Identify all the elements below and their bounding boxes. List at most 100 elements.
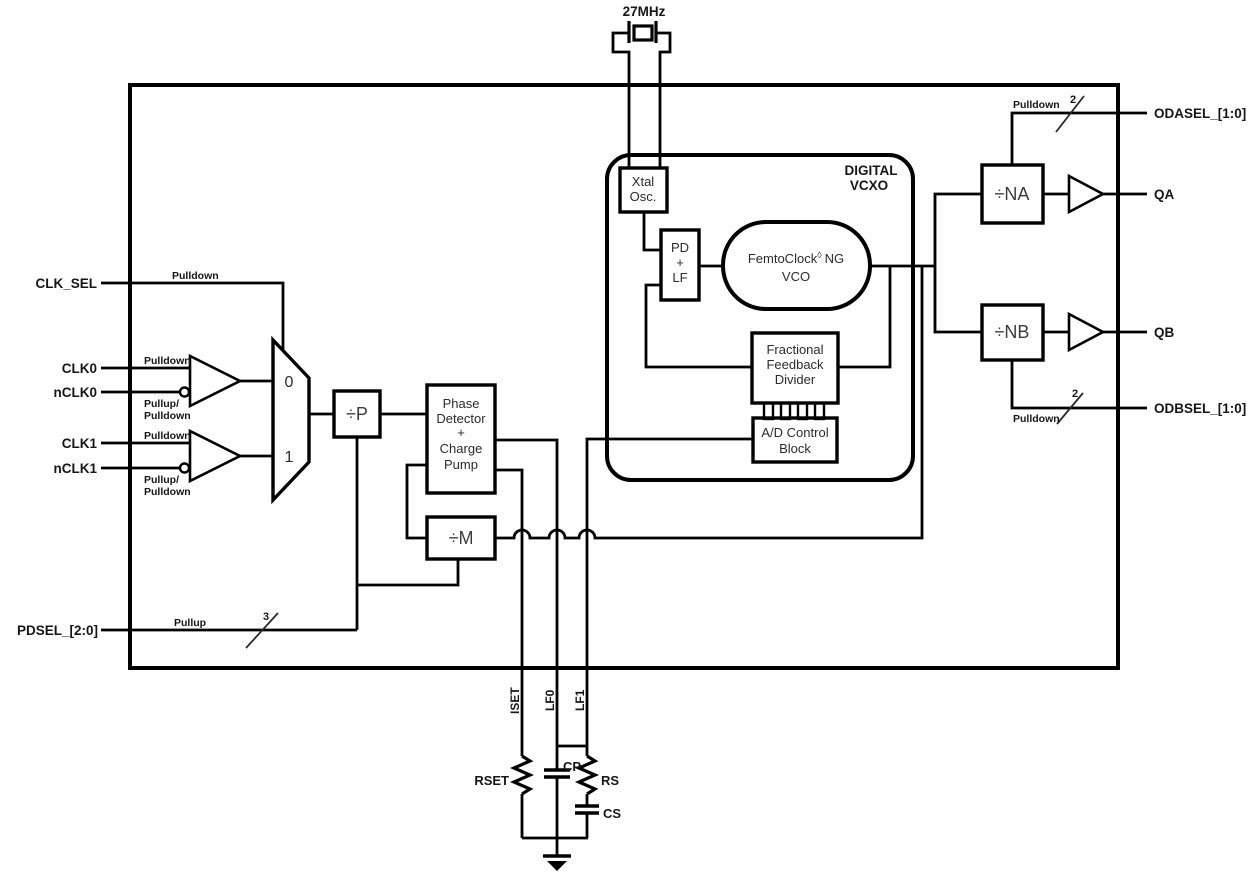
bias-nclk0-2: Pulldown [144,410,191,422]
na-divider-block [980,163,1045,225]
pd-lf-line3: LF [672,270,687,285]
pin-odbsel: ODBSEL_[1:0] [1154,401,1246,416]
p-divider-label: ÷P [346,404,368,424]
wire-mdiv-feedback-loop [405,463,428,540]
p-divider-block [332,389,382,439]
wire-crystal-lead-left [611,31,631,168]
rs-label: RS [601,773,619,788]
vco-block [721,220,872,311]
wire-odasel [1010,111,1147,166]
ffd-ad-bus-stub-1 [762,401,775,421]
ffd-ad-bus-stub-4 [813,401,826,421]
pd-lf-block [659,228,701,302]
xtal-osc-line1: Xtal [632,174,655,189]
bias-nclk0-1: Pullup/ [144,398,179,410]
pin-qb: QB [1154,325,1175,340]
pin-clk1: CLK1 [62,436,98,451]
ffd-line3: Divider [775,372,816,387]
cs-capacitor [575,804,599,815]
wire-odbsel [1010,359,1147,410]
clock-select-mux [271,335,311,505]
bus-slash-odbsel [1056,392,1084,425]
xtal-osc-line2: Osc. [630,189,657,204]
bus-slash-odasel [1055,95,1085,133]
pd-lf-line1: PD [671,240,689,255]
mux-input-1-label: 1 [285,449,294,466]
phase-detector-line2: Detector [436,411,486,426]
mux-input-0-label: 0 [285,374,294,391]
ffd-line2: Feedback [766,357,824,372]
bias-nclk1-1: Pullup/ [144,474,179,486]
wire-vco-to-ffd [837,266,892,369]
ad-control-line1: A/D Control [761,425,828,440]
ad-control-line2: Block [779,441,811,456]
bus-width-odasel: 2 [1070,94,1076,106]
vcxo-title-line2: VCXO [850,178,888,193]
pin-odasel: ODASEL_[1:0] [1154,106,1246,121]
bias-odasel: Pulldown [1013,99,1060,111]
wire-mdiv-select [357,558,460,587]
bias-clk-sel: Pulldown [172,270,219,282]
bias-clk0: Pulldown [144,355,191,367]
nb-divider-block [980,303,1045,362]
pin-nclk0: nCLK0 [54,385,98,400]
ffd-line1: Fractional [766,342,823,357]
vcxo-title-line1: DIGITAL [845,163,898,178]
ffd-ad-bus-stub-2 [779,401,792,421]
bus-width-odbsel: 2 [1072,388,1078,400]
ffd-ad-bus-stub-3 [796,401,809,421]
rset-label: RSET [474,773,509,788]
feedback-divider-block [750,331,840,405]
pin-clk-sel: CLK_SEL [35,276,97,291]
bus-width-pdsel: 3 [263,611,269,623]
pin-nclk1: nCLK1 [54,461,98,476]
clk0-input-buffer [188,353,243,409]
pin-lf1: LF1 [573,689,587,711]
bus-slash-pdsel [245,612,279,649]
nclk0-inversion-bubble [178,386,191,398]
wire-output-split [933,192,982,334]
phase-detector-block [425,383,497,495]
phase-detector-line3: + [457,425,465,440]
crystal-frequency-label: 27MHz [623,4,666,19]
wire-iset [494,468,524,756]
clk1-input-buffer [188,428,243,484]
pin-iset: ISET [508,687,522,714]
cp-capacitor [544,768,570,779]
wire-xtal-to-pdlf [642,211,661,252]
phase-detector-line5: Pump [444,457,478,472]
m-divider-block [425,515,497,561]
qb-output-buffer [1067,311,1106,353]
chip-boundary-box [128,83,1120,670]
pin-qa: QA [1154,187,1175,202]
bias-pdsel: Pullup [174,617,206,629]
wire-cp-out-lf0 [494,438,559,770]
bias-nclk1-2: Pulldown [144,486,191,498]
wire-ffd-to-pdlf [644,283,753,369]
pd-lf-line2: + [676,255,684,270]
pin-lf0: LF0 [543,689,557,711]
pin-pdsel: PDSEL_[2:0] [17,623,98,638]
wire-adblock-lf1 [585,437,753,756]
xtal-osc-block [618,166,669,214]
cs-label: CS [603,806,621,821]
nb-divider-label: ÷NB [995,322,1030,342]
rs-resistor [575,754,599,796]
nclk1-inversion-bubble [178,462,191,474]
bias-clk1: Pulldown [144,430,191,442]
vco-name: FemtoClock◊NG [748,250,844,266]
cp-label: CP [563,759,581,774]
qa-output-buffer [1067,173,1106,215]
wire-mdiv-to-vco [494,266,924,540]
na-divider-label: ÷NA [995,184,1030,204]
rset-resistor [510,754,534,796]
phase-detector-line1: Phase [443,396,480,411]
m-divider-label: ÷M [449,528,474,548]
wire-clk-sel [101,281,285,353]
ground-symbol [547,861,567,871]
ad-control-block [751,416,839,464]
pin-clk0: CLK0 [62,361,97,376]
bias-odbsel: Pulldown [1013,413,1060,425]
